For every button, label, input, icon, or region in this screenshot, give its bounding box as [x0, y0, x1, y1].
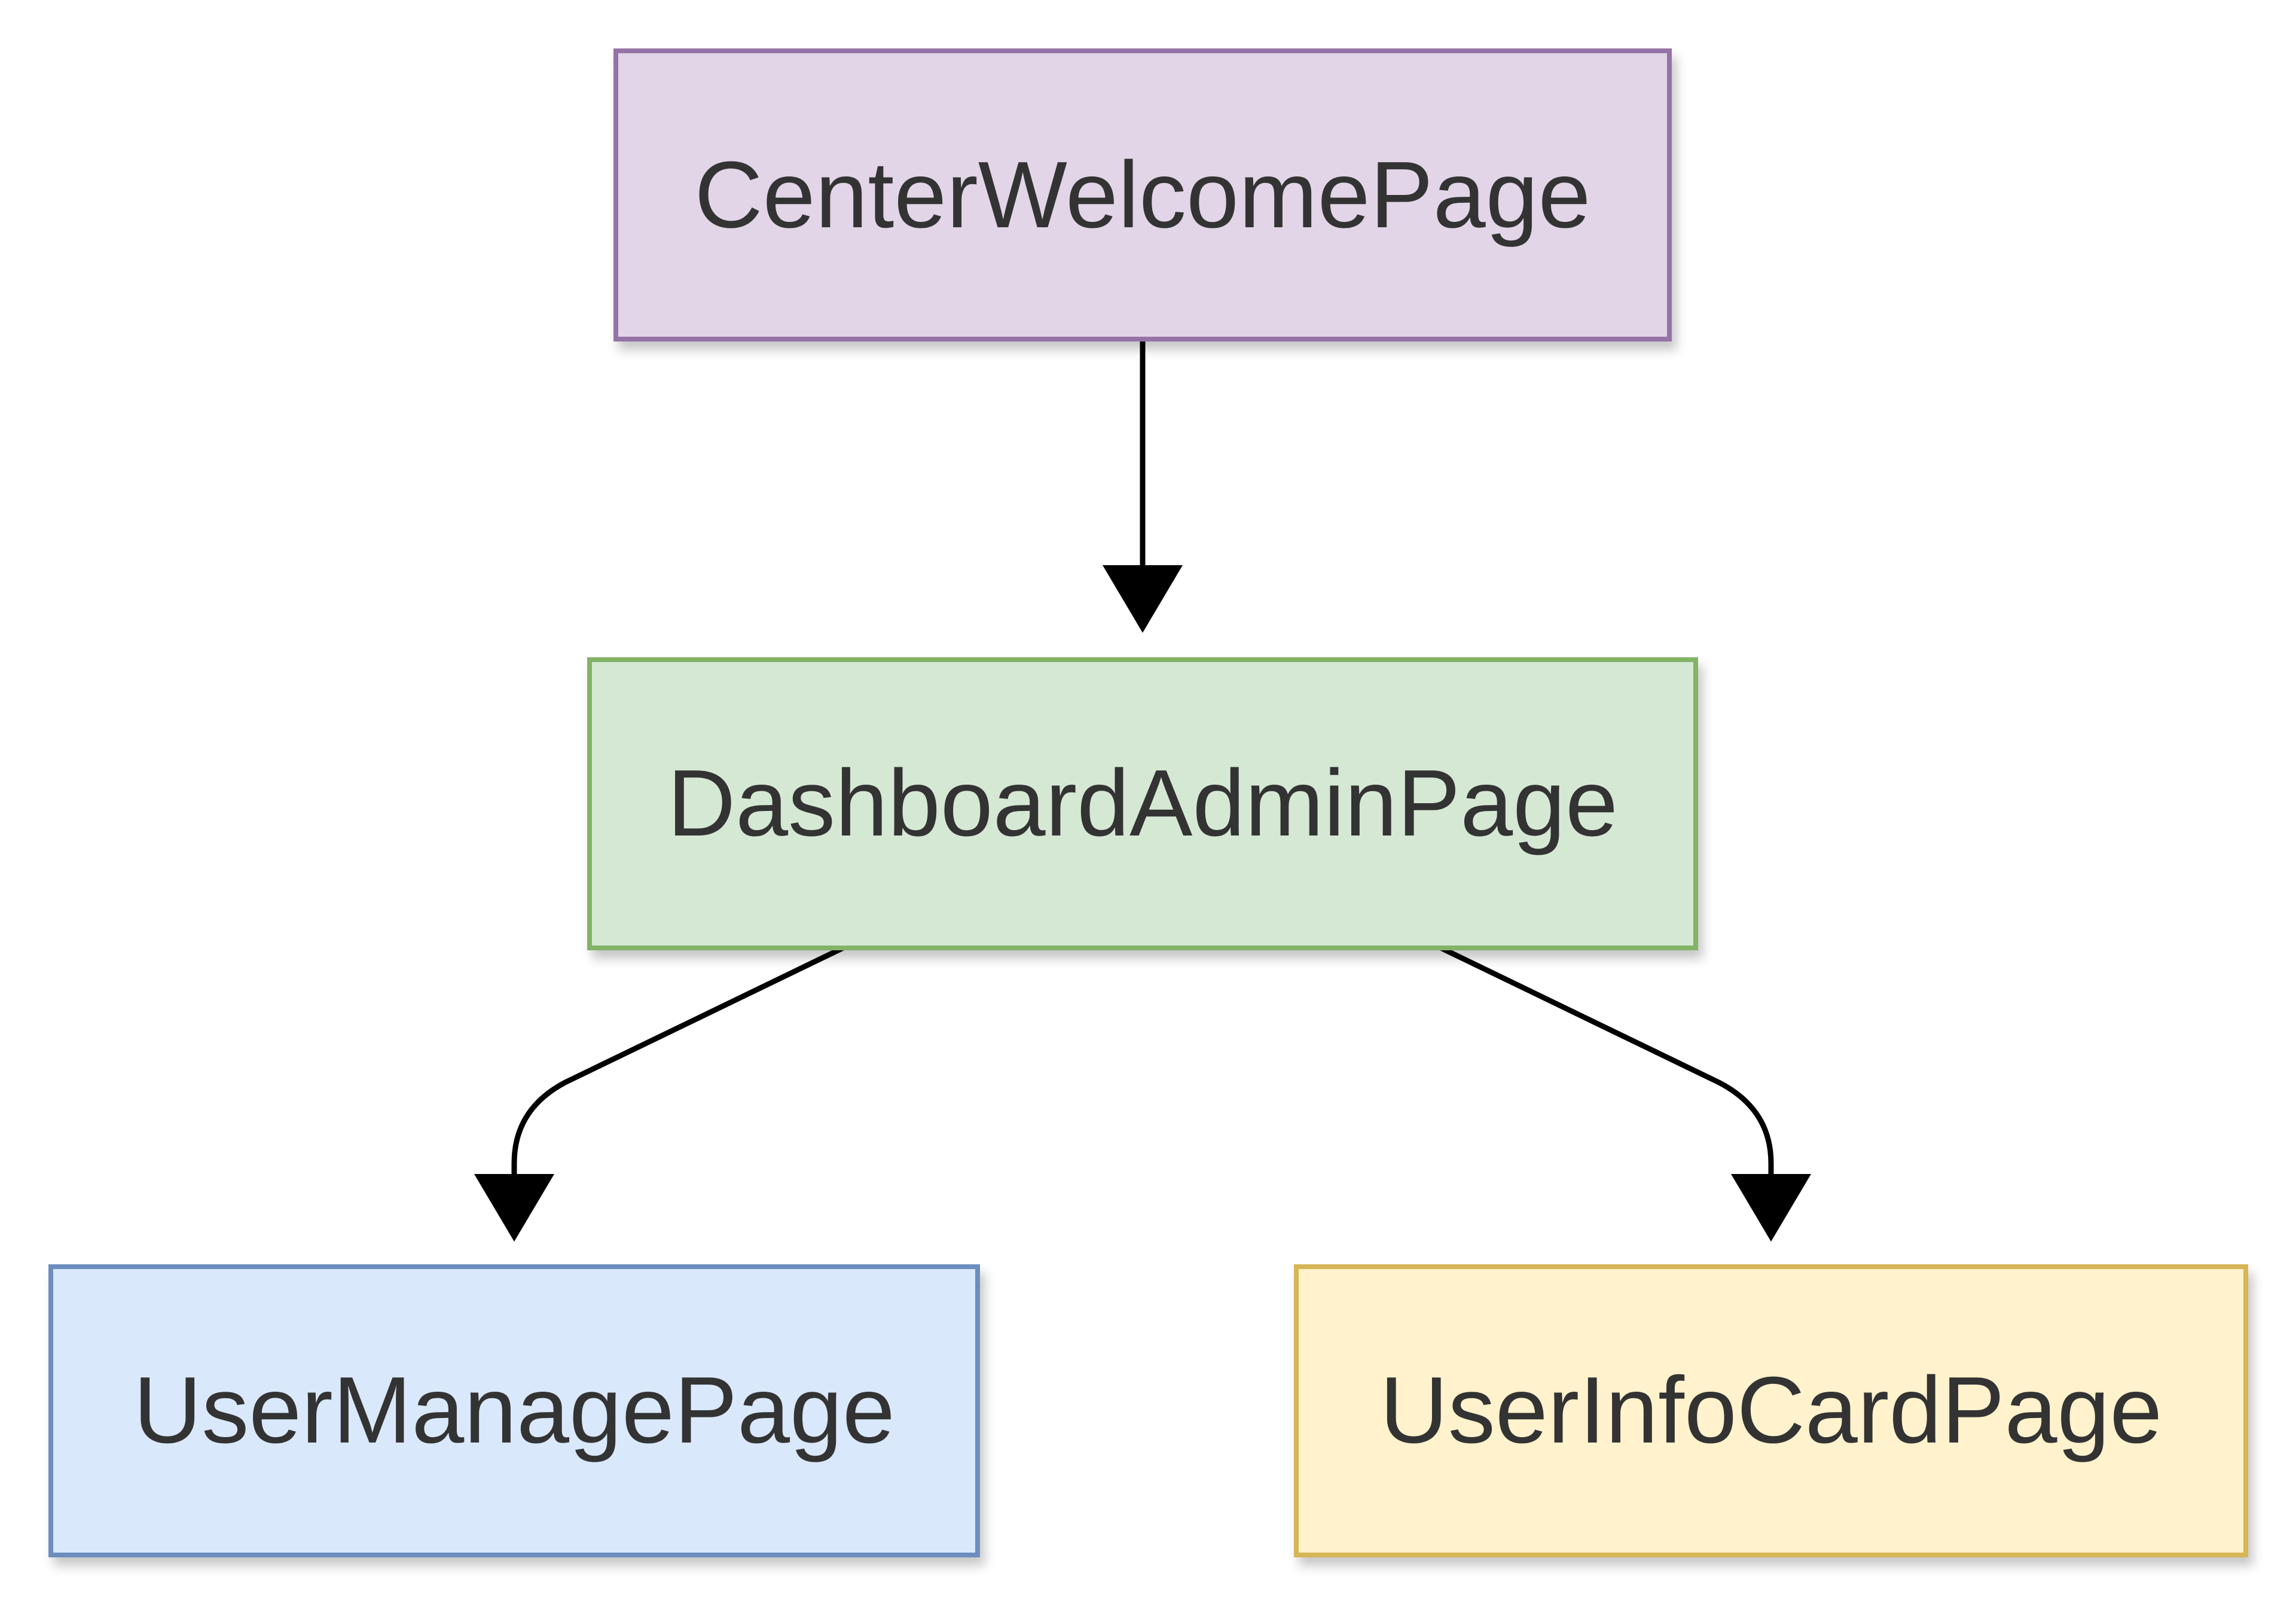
node-user-manage-page[interactable]: UserManagePage: [48, 1264, 980, 1557]
node-label: DashboardAdminPage: [667, 751, 1618, 856]
node-label: UserInfoCardPage: [1380, 1358, 2163, 1463]
node-box: [48, 1264, 980, 1557]
node-center-welcome-page[interactable]: CenterWelcomePage: [613, 48, 1672, 341]
edge-dashboard-admin-to-user-manage: [511, 945, 844, 1177]
node-box: [587, 657, 1698, 950]
node-box: [613, 48, 1672, 341]
edges: [474, 339, 1811, 1242]
edge-dashboard-admin-to-user-info-card: [1440, 945, 1774, 1177]
arrowhead-user-info-card: [1731, 1174, 1811, 1242]
arrowhead-dashboard-admin: [1103, 565, 1183, 633]
node-label: CenterWelcomePage: [695, 142, 1591, 248]
node-label: UserManagePage: [133, 1358, 895, 1463]
node-box: [1294, 1264, 2248, 1557]
node-user-info-card-page[interactable]: UserInfoCardPage: [1294, 1264, 2248, 1557]
node-dashboard-admin-page[interactable]: DashboardAdminPage: [587, 657, 1698, 950]
arrowhead-user-manage: [474, 1174, 554, 1242]
